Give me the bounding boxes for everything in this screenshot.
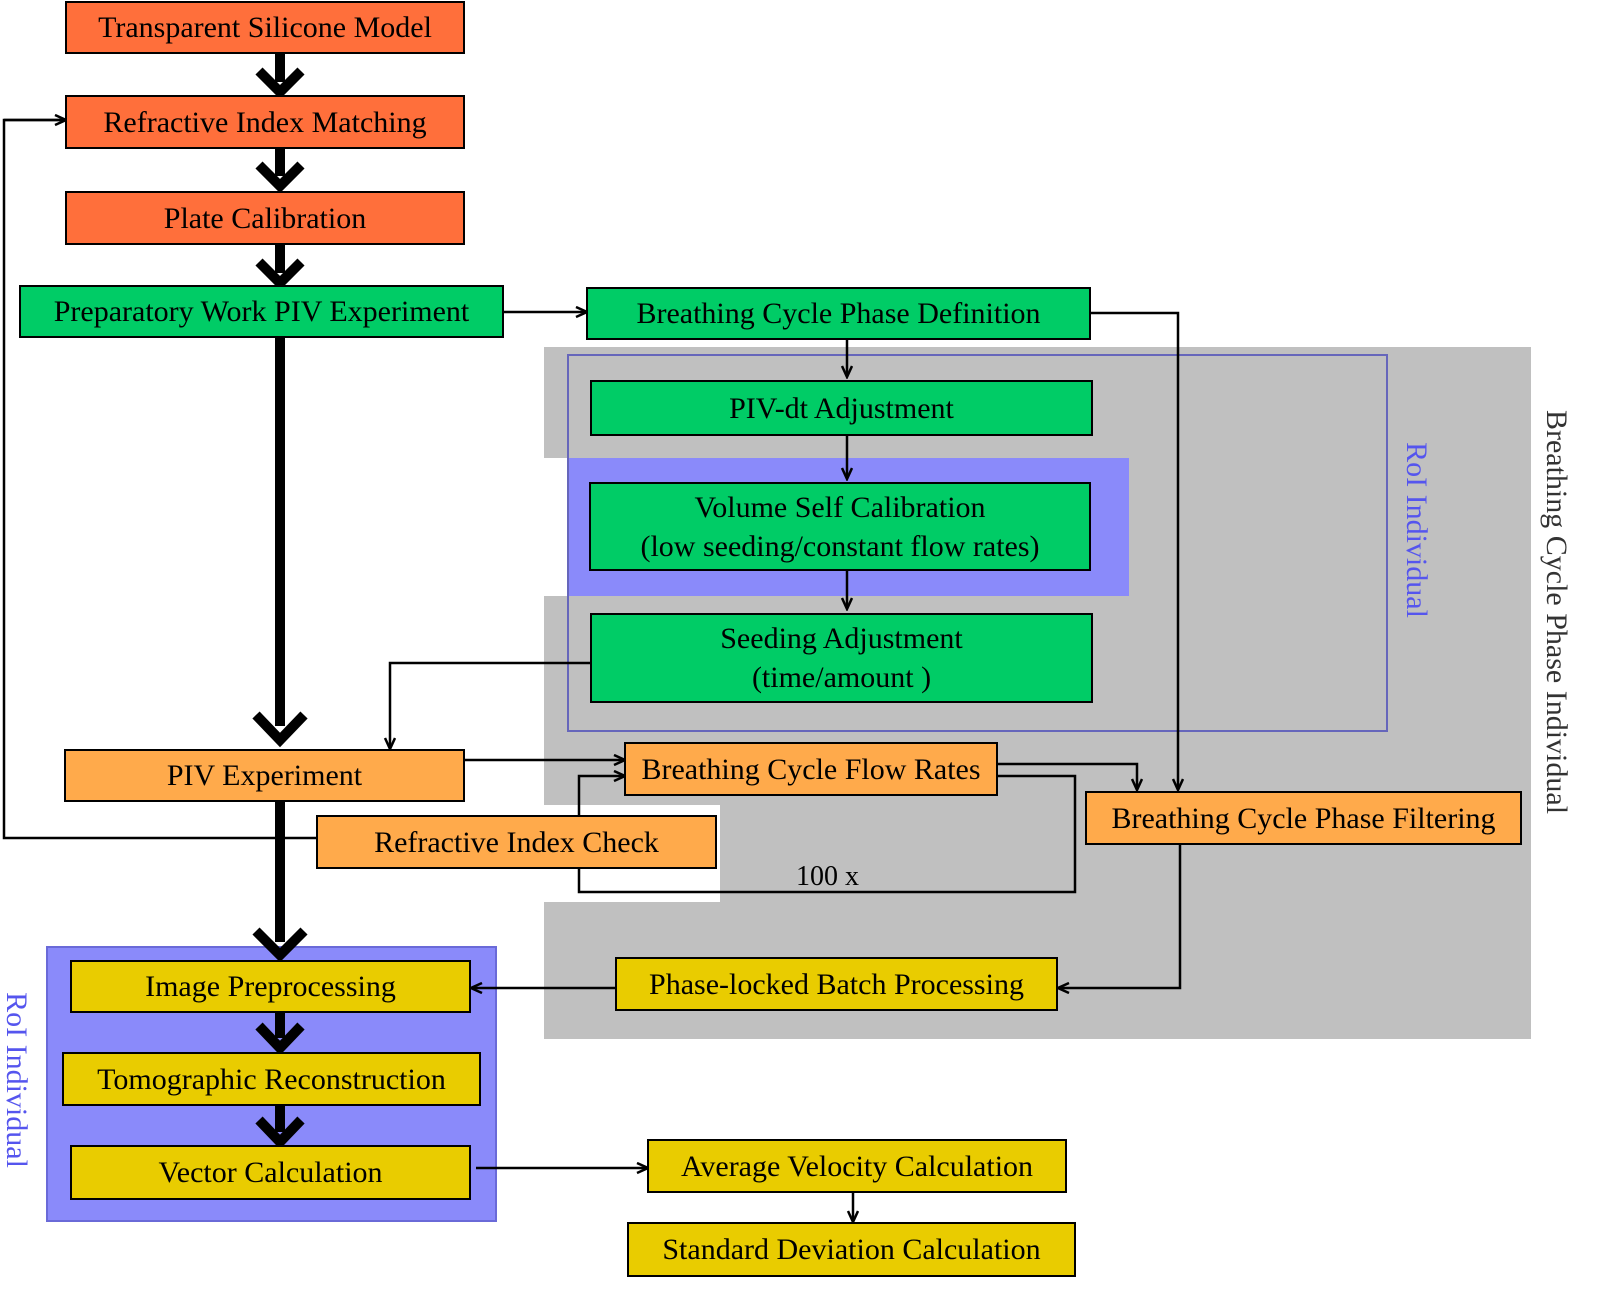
loop-count-label: 100 x xyxy=(796,861,859,892)
ri-matching-box: Refractive Index Matching xyxy=(65,95,465,149)
avg-velocity-box: Average Velocity Calculation xyxy=(647,1139,1067,1193)
roi-individual-right-label: RoI Individual xyxy=(1400,442,1433,618)
phase-filtering-box: Breathing Cycle Phase Filtering xyxy=(1085,791,1522,845)
vector-calc-label: Vector Calculation xyxy=(158,1156,383,1189)
vector-calc-box: Vector Calculation xyxy=(70,1145,471,1200)
preparatory-box: Preparatory Work PIV Experiment xyxy=(19,285,504,338)
batch-processing-box: Phase-locked Batch Processing xyxy=(615,957,1058,1011)
vsc-label-1: Volume Self Calibration xyxy=(694,490,986,524)
piv-experiment-label: PIV Experiment xyxy=(166,759,363,792)
white-cutout-top xyxy=(544,458,568,596)
flow-rates-box: Breathing Cycle Flow Rates xyxy=(624,742,998,796)
tomographic-label: Tomographic Reconstruction xyxy=(97,1062,446,1096)
phase-filtering-label: Breathing Cycle Phase Filtering xyxy=(1111,801,1496,835)
std-dev-label: Standard Deviation Calculation xyxy=(662,1233,1041,1266)
ri-check-box: Refractive Index Check xyxy=(316,815,717,869)
avg-velocity-label: Average Velocity Calculation xyxy=(680,1149,1034,1183)
piv-dt-box: PIV-dt Adjustment xyxy=(590,380,1093,436)
preparatory-label: Preparatory Work PIV Experiment xyxy=(53,295,470,328)
seeding-box: Seeding Adjustment (time/amount ) xyxy=(590,613,1093,703)
tomographic-box: Tomographic Reconstruction xyxy=(62,1052,481,1106)
vsc-box: Volume Self Calibration (low seeding/con… xyxy=(589,482,1091,571)
ri-check-label: Refractive Index Check xyxy=(374,825,659,859)
piv-experiment-box: PIV Experiment xyxy=(64,749,465,802)
seeding-label-1: Seeding Adjustment xyxy=(720,622,963,655)
phase-individual-label: Breathing Cycle Phase Individual xyxy=(1540,409,1573,815)
phase-definition-box: Breathing Cycle Phase Definition xyxy=(586,287,1091,340)
phase-definition-label: Breathing Cycle Phase Definition xyxy=(636,297,1041,330)
transparent-model-label: Transparent Silicone Model xyxy=(98,11,432,44)
vsc-label-2: (low seeding/constant flow rates) xyxy=(640,529,1040,563)
ri-matching-label: Refractive Index Matching xyxy=(103,105,427,139)
batch-processing-label: Phase-locked Batch Processing xyxy=(649,967,1024,1001)
roi-individual-frame xyxy=(567,354,1388,732)
image-preprocessing-label: Image Preprocessing xyxy=(145,970,396,1003)
thick-chevrons xyxy=(252,53,308,1150)
plate-calibration-label: Plate Calibration xyxy=(163,201,367,235)
plate-calibration-box: Plate Calibration xyxy=(65,191,465,245)
flow-rates-label: Breathing Cycle Flow Rates xyxy=(641,752,981,786)
piv-dt-label: PIV-dt Adjustment xyxy=(729,391,954,425)
seeding-label-2: (time/amount ) xyxy=(751,661,932,694)
transparent-model-box: Transparent Silicone Model xyxy=(65,1,465,54)
roi-individual-left-label: RoI Individual xyxy=(0,992,33,1168)
std-dev-box: Standard Deviation Calculation xyxy=(627,1222,1076,1277)
image-preprocessing-box: Image Preprocessing xyxy=(70,960,471,1013)
